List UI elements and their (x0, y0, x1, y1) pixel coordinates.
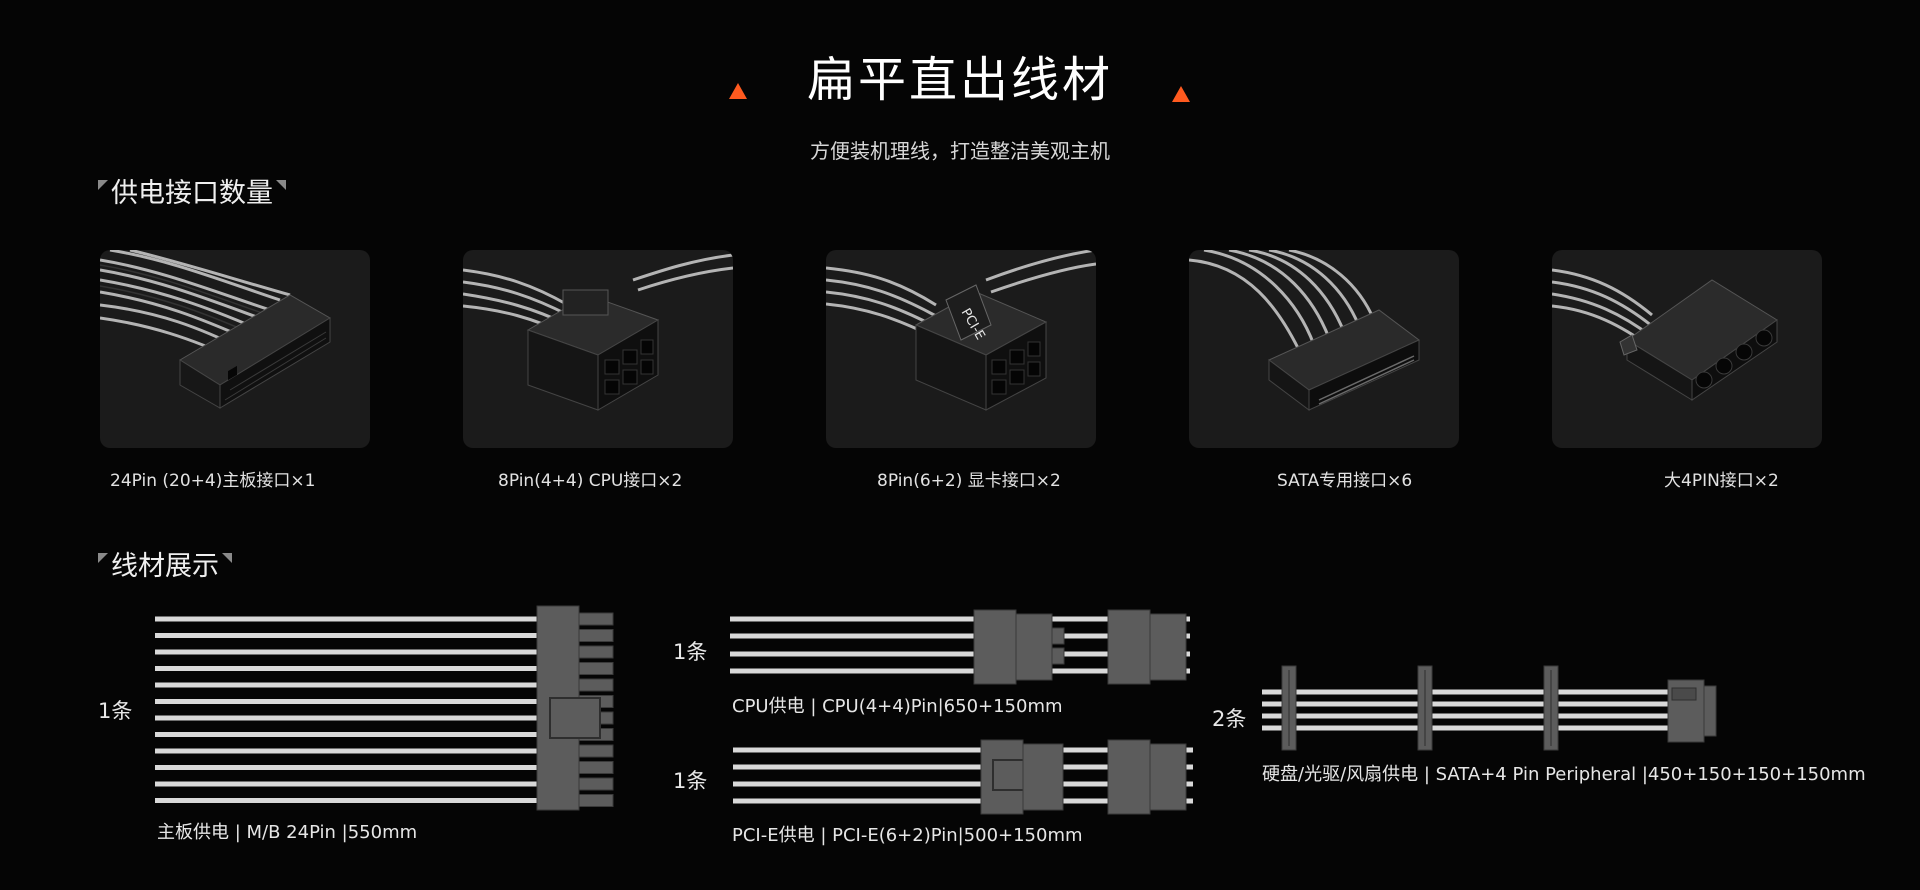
connector-label-sata: SATA专用接口×6 (1277, 471, 1413, 491)
connector-card-pcie-8pin: PCI-E (826, 250, 1096, 448)
cpu-cable-diagram (730, 609, 1190, 685)
sata-connector-icon (1189, 250, 1420, 411)
cables-section-title: 线材展示 (98, 553, 232, 580)
mb-24pin-cable-diagram (155, 605, 614, 811)
connector-card-cpu-8pin (463, 250, 733, 448)
pcie-8pin-connector-icon: PCI-E (826, 250, 1096, 411)
cable-count-cpu: 1条 (673, 640, 708, 664)
pcie-cable-diagram (733, 739, 1193, 815)
page-subtitle: 方便装机理线，打造整洁美观主机 (810, 139, 1110, 163)
connector-label-molex: 大4PIN接口×2 (1664, 471, 1779, 491)
cable-count-pcie: 1条 (673, 769, 708, 793)
cable-caption-cpu: CPU供电 | CPU(4+4)Pin|650+150mm (732, 696, 1063, 717)
cable-caption-pcie: PCI-E供电 | PCI-E(6+2)Pin|500+150mm (732, 825, 1083, 846)
page-title: 扁平直出线材 (806, 52, 1113, 108)
corner-mark-icon (98, 553, 108, 563)
connectors-section-title: 供电接口数量 (98, 180, 286, 207)
connector-card-24pin (100, 250, 370, 448)
connector-pin (578, 794, 614, 807)
cable-caption-mb: 主板供电 | M/B 24Pin |550mm (157, 822, 418, 843)
cable-count-mb: 1条 (98, 699, 133, 723)
molex-4pin-connector-icon (1552, 268, 1778, 401)
title-triangle-right-icon (1172, 86, 1190, 102)
connector-pin (578, 645, 614, 659)
connector-card-molex (1552, 250, 1822, 448)
connector-label-pcie-8pin: 8Pin(6+2) 显卡接口×2 (877, 471, 1061, 491)
cable-caption-sata: 硬盘/光驱/风扇供电 | SATA+4 Pin Peripheral |450+… (1262, 764, 1866, 785)
connector-label-cpu-8pin: 8Pin(4+4) CPU接口×2 (498, 471, 683, 491)
cable-count-sata: 2条 (1212, 707, 1247, 731)
title-triangle-left-icon (729, 83, 747, 99)
sata-molex-cable-diagram (1262, 665, 1717, 751)
corner-mark-icon (222, 553, 232, 563)
corner-mark-icon (276, 180, 286, 190)
connector-pin (578, 662, 614, 675)
atx-24pin-connector-icon (100, 250, 331, 409)
corner-mark-icon (98, 180, 108, 190)
connector-pin (578, 612, 614, 626)
cpu-8pin-connector-icon (463, 253, 733, 411)
connector-card-sata (1189, 250, 1459, 448)
connector-pin (578, 777, 614, 791)
connector-pin (578, 744, 614, 758)
connector-label-24pin: 24Pin (20+4)主板接口×1 (110, 471, 316, 491)
connector-pin (578, 761, 614, 774)
connector-pin (578, 678, 614, 692)
connector-pin (578, 629, 614, 642)
